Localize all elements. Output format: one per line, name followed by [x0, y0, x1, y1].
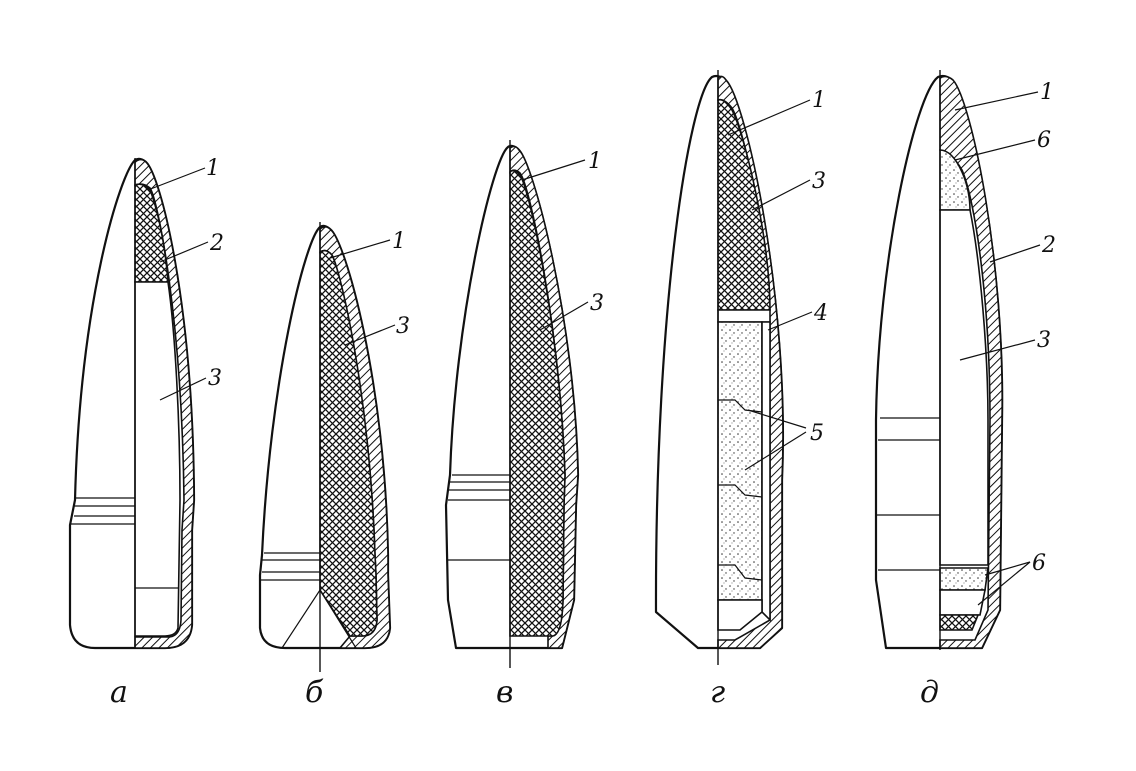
bullet-v-core	[509, 169, 566, 637]
bullet-g-label-1: 1	[812, 88, 826, 113]
bullet-d: 1 6 2 3 6 д	[874, 70, 1056, 710]
bullet-a-label-1: 1	[206, 156, 220, 181]
bullet-a-label-3: 3	[208, 366, 222, 391]
bullet-g-cup-top	[717, 309, 771, 323]
bullet-a-core	[134, 281, 181, 637]
bullet-b: 1 3 б	[258, 222, 410, 710]
bullet-g-core	[717, 98, 771, 311]
bullet-g-label-3: 3	[812, 169, 826, 194]
bullet-a-label-2: 2	[209, 231, 224, 256]
bullet-g-label-4: 4	[813, 301, 828, 326]
bullet-g-cup-side	[761, 321, 771, 622]
bullet-d-base-fill-3	[939, 614, 980, 631]
bullet-v-label-1: 1	[588, 149, 602, 174]
bullet-g-caption: г	[710, 675, 725, 710]
bullet-a-caption: а	[110, 675, 128, 710]
bullet-v-caption: в	[496, 675, 513, 710]
bullet-a-tip-core	[134, 183, 169, 283]
bullet-d-base-fill-2	[939, 589, 986, 616]
bullet-b-core	[319, 249, 378, 637]
bullet-b-label-3: 3	[396, 314, 410, 339]
bullet-b-caption: б	[305, 675, 324, 710]
bullet-d-label-6-bottom: 6	[1032, 551, 1046, 576]
bullet-g-jacket	[717, 75, 784, 649]
bullet-d-core	[939, 209, 989, 566]
bullet-d-base-fill-1	[939, 567, 989, 591]
bullet-d-jacket	[939, 75, 1003, 649]
bullet-d-label-2: 2	[1041, 233, 1056, 258]
bullet-g-label-5: 5	[810, 421, 824, 446]
bullet-b-label-1: 1	[392, 229, 406, 254]
bullet-d-caption: д	[920, 675, 939, 710]
bullet-a: 1 2 3 а	[68, 156, 224, 710]
bullet-d-label-3: 3	[1037, 328, 1051, 353]
bullet-g: 1 3 4 5 г	[654, 70, 828, 710]
bullet-v-label-3: 3	[590, 291, 604, 316]
bullet-d-label-6-top: 6	[1037, 128, 1051, 153]
bullet-g-charge	[717, 321, 763, 601]
bullet-v: 1 3 в	[444, 140, 604, 710]
bullet-d-label-1: 1	[1040, 80, 1054, 105]
bullet-d-tip-fill	[939, 149, 971, 211]
